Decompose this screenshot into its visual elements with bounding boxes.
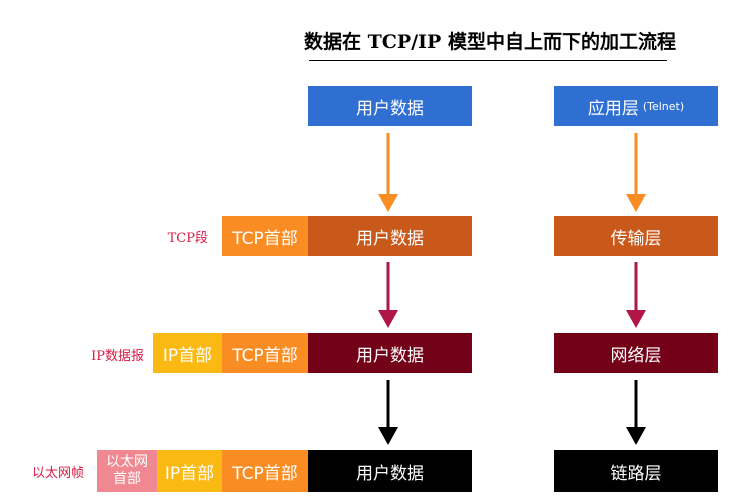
- tcp-header-label: TCP首部: [232, 228, 298, 249]
- arrow-network-to-link: [626, 380, 646, 445]
- arrow-application-to-transport: [626, 133, 646, 212]
- eth-user-data-label: 用户数据: [356, 463, 424, 484]
- link-layer-label: 链路层: [610, 463, 662, 484]
- transport-layer-label: 传输层: [610, 228, 662, 249]
- arrow-transport-to-network: [626, 262, 646, 328]
- ip-header-box: IP首部: [153, 333, 222, 373]
- app-user-data-box: 用户数据: [308, 86, 472, 126]
- transport-layer-box: 传输层: [554, 216, 718, 256]
- link-layer-box: 链路层: [554, 450, 718, 492]
- ip-tcp-header-box: TCP首部: [222, 333, 308, 373]
- eth-ip-header-box: IP首部: [157, 450, 222, 492]
- eth-ip-header-label: IP首部: [164, 463, 215, 484]
- network-layer-label: 网络层: [610, 345, 662, 366]
- ip-user-data-box: 用户数据: [308, 333, 472, 373]
- tcp-user-data-box: 用户数据: [308, 216, 472, 256]
- eth-header-line1: 以太网: [106, 454, 148, 470]
- application-layer-box: 应用层 (Telnet): [554, 86, 718, 126]
- arrow-ip-to-eth: [378, 380, 398, 445]
- eth-header-line2: 首部: [113, 471, 141, 487]
- application-layer-note: (Telnet): [642, 99, 685, 113]
- tcp-header-box: TCP首部: [222, 216, 308, 256]
- eth-tcp-header-label: TCP首部: [232, 463, 298, 484]
- ip-header-label: IP首部: [162, 345, 213, 366]
- title-underline: [309, 60, 667, 61]
- network-layer-box: 网络层: [554, 333, 718, 373]
- ethernet-frame-label: 以太网帧: [31, 466, 84, 481]
- arrow-tcp-to-ip: [378, 262, 398, 328]
- eth-tcp-header-box: TCP首部: [222, 450, 308, 492]
- ip-user-data-label: 用户数据: [356, 345, 424, 366]
- eth-user-data-box: 用户数据: [308, 450, 472, 492]
- diagram-title: 数据在 TCP/IP 模型中自上而下的加工流程: [304, 31, 676, 53]
- arrow-app-to-tcp: [378, 133, 398, 212]
- ip-tcp-header-label: TCP首部: [232, 345, 298, 366]
- tcp-user-data-label: 用户数据: [356, 228, 424, 249]
- ip-datagram-label: IP数据报: [91, 349, 144, 364]
- tcp-segment-label: TCP段: [167, 231, 208, 246]
- app-user-data-label: 用户数据: [356, 98, 424, 119]
- application-layer-label: 应用层: [587, 98, 639, 119]
- eth-header-box: 以太网 首部: [97, 450, 157, 492]
